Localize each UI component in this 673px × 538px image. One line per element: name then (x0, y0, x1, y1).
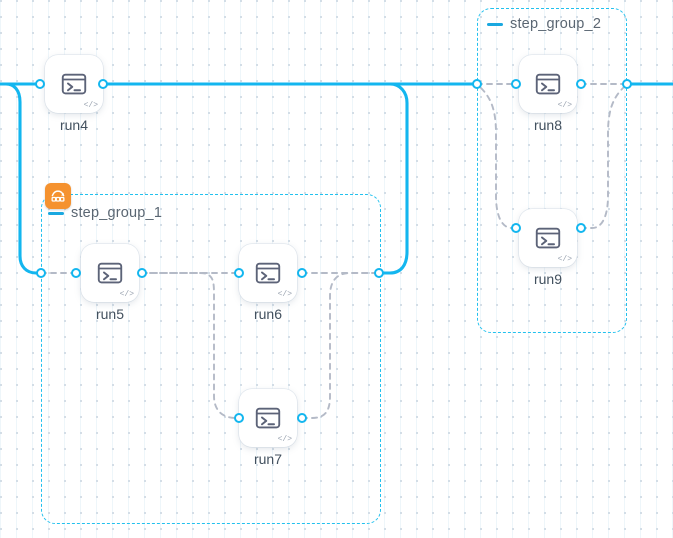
edge-left-to-group1 (0, 82, 43, 275)
code-badge-icon: </> (119, 290, 134, 299)
group-header-step_group_1[interactable]: step_group_1 (48, 205, 162, 221)
node-label: run9 (533, 271, 563, 287)
port-run8-input[interactable] (511, 79, 521, 89)
port-run5-output[interactable] (137, 268, 147, 278)
group-frame-step_group_2[interactable] (477, 8, 627, 333)
edge-group1-out-to-main (328, 82, 409, 275)
node-label: run4 (59, 117, 89, 133)
port-group2-output[interactable] (622, 79, 632, 89)
node-card[interactable]: </> (239, 389, 297, 447)
node-card[interactable]: </> (45, 55, 103, 113)
port-run8-output[interactable] (576, 79, 586, 89)
node-label: run7 (253, 451, 283, 467)
code-badge-icon: </> (277, 435, 292, 444)
port-run6-input[interactable] (234, 268, 244, 278)
port-run6-output[interactable] (297, 268, 307, 278)
group-title: step_group_1 (71, 205, 163, 221)
code-badge-icon: </> (557, 255, 572, 264)
collapse-dash-icon[interactable] (48, 211, 64, 215)
terminal-icon (61, 73, 87, 95)
node-label: run8 (533, 117, 563, 133)
node-run9[interactable]: </> run9 (519, 209, 577, 287)
edge-group2in-to-run9 (480, 87, 517, 229)
terminal-icon (97, 262, 123, 284)
port-run4-input[interactable] (35, 79, 45, 89)
edge-run9-to-group2out (580, 87, 624, 229)
node-run7[interactable]: </> run7 (239, 389, 297, 467)
edge-run7-to-group1out (301, 272, 380, 419)
collapse-dash-icon[interactable] (487, 22, 503, 26)
node-card[interactable]: </> (519, 55, 577, 113)
group-header-step_group_2[interactable]: step_group_2 (487, 16, 601, 32)
group-title: step_group_2 (510, 16, 602, 32)
terminal-icon (535, 73, 561, 95)
code-badge-icon: </> (83, 101, 98, 110)
port-run7-output[interactable] (297, 413, 307, 423)
node-card[interactable]: </> (519, 209, 577, 267)
port-run9-output[interactable] (576, 223, 586, 233)
node-run5[interactable]: </> run5 (81, 244, 139, 322)
node-run6[interactable]: </> run6 (239, 244, 297, 322)
code-badge-icon: </> (277, 290, 292, 299)
port-group1-input[interactable] (36, 268, 46, 278)
edge-run5-to-run7 (149, 272, 240, 419)
port-run9-input[interactable] (511, 223, 521, 233)
port-run7-input[interactable] (234, 413, 244, 423)
group-frame-step_group_1[interactable] (41, 194, 381, 524)
port-run4-output[interactable] (98, 79, 108, 89)
node-run8[interactable]: </> run8 (519, 55, 577, 133)
port-run5-input[interactable] (71, 268, 81, 278)
node-card[interactable]: </> (239, 244, 297, 302)
node-label: run5 (95, 306, 125, 322)
node-label: run6 (253, 306, 283, 322)
code-badge-icon: </> (557, 101, 572, 110)
port-group2-input[interactable] (472, 79, 482, 89)
node-card[interactable]: </> (81, 244, 139, 302)
step-group-icon (45, 183, 71, 209)
node-run4[interactable]: </> run4 (45, 55, 103, 133)
terminal-icon (255, 407, 281, 429)
terminal-icon (535, 227, 561, 249)
port-group1-output[interactable] (374, 268, 384, 278)
terminal-icon (255, 262, 281, 284)
